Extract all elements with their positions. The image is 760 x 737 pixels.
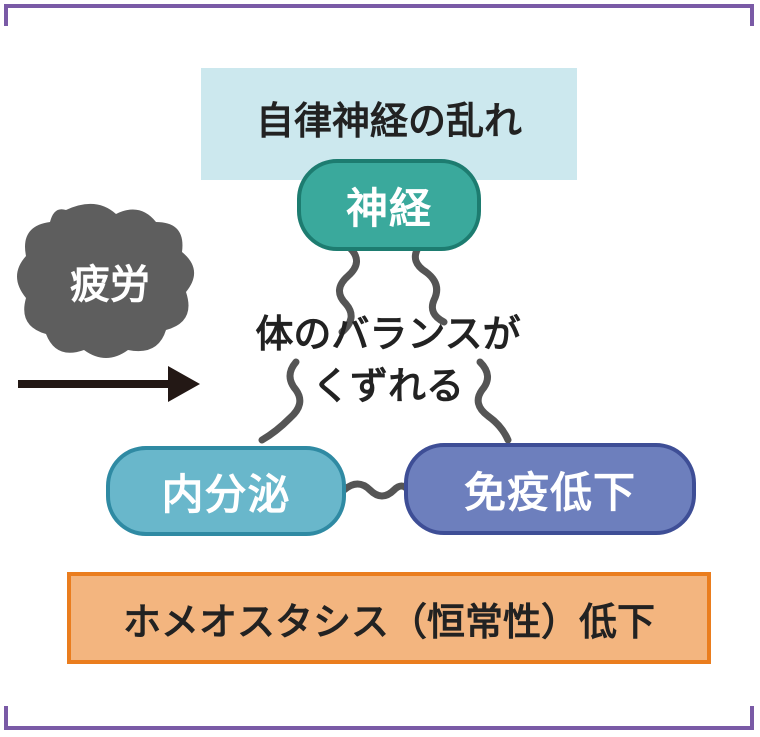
connector-nerve-endocrine-lower — [258, 358, 304, 444]
fatigue-label: 疲労 — [70, 262, 150, 308]
bottom-label: ホメオスタシス（恒常性）低下 — [122, 599, 655, 644]
fatigue-cloud — [17, 203, 195, 358]
bottom-label-box: ホメオスタシス（恒常性）低下 — [67, 572, 711, 664]
center-text-line1: 体のバランスが — [255, 312, 521, 356]
center-text-line2: くずれる — [311, 364, 464, 408]
connector-nerve-immune — [411, 244, 448, 326]
connector-nerve-endocrine — [336, 244, 360, 336]
top-label: 自律神経の乱れ — [255, 99, 522, 143]
connector-nerve-immune-lower — [474, 358, 512, 444]
frame-bottom-bracket — [4, 706, 754, 730]
node-immune: 免疫低下 — [404, 443, 696, 535]
node-immune-label: 免疫低下 — [463, 467, 636, 517]
node-endocrine: 内分泌 — [106, 446, 346, 536]
center-text: 体のバランスが くずれる — [198, 308, 578, 412]
node-nerve-label: 神経 — [345, 183, 432, 233]
node-endocrine-label: 内分泌 — [161, 469, 291, 519]
arrow-head — [168, 366, 200, 402]
node-nerve: 神経 — [297, 159, 481, 251]
frame-top-bracket — [4, 4, 754, 26]
connector-endocrine-immune — [340, 480, 412, 500]
